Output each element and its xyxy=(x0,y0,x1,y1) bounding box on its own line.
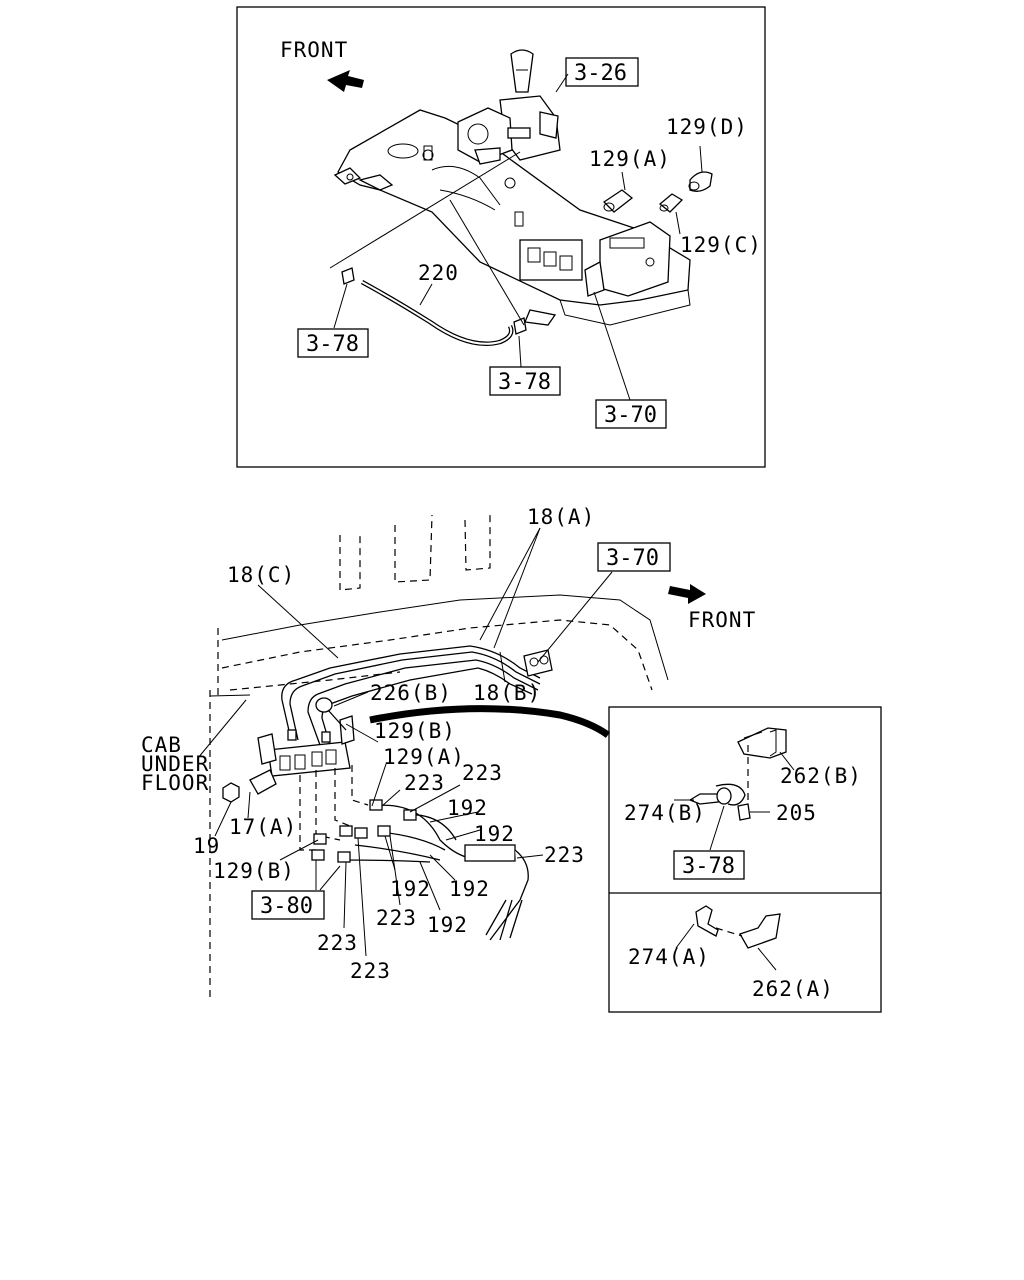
part-192-d: 192 xyxy=(449,877,490,901)
front-arrow-icon-bottom xyxy=(668,584,706,604)
nut-19-icon xyxy=(222,782,240,803)
fitting-129a xyxy=(602,189,634,213)
part-19: 19 xyxy=(193,834,220,858)
part-223-d: 223 xyxy=(376,906,417,930)
ref-3-78-b: 3-78 xyxy=(498,370,551,395)
part-129b-lower: 129(B) xyxy=(213,859,295,883)
ref-box-3-78-inset xyxy=(673,850,745,880)
top-panel-frame xyxy=(236,6,766,468)
front-label-top: FRONT xyxy=(280,38,348,62)
cab-label-1: CAB xyxy=(141,733,182,757)
part-129a-bottom: 129(A) xyxy=(383,745,465,769)
ref-3-70-bottom: 3-70 xyxy=(606,546,659,571)
part-129b-upper: 129(B) xyxy=(374,719,456,743)
ref-3-78-a: 3-78 xyxy=(306,332,359,357)
part-17a: 17(A) xyxy=(229,815,297,839)
ref-box-3-80 xyxy=(251,890,325,920)
front-arrow-icon xyxy=(327,70,364,92)
bottom-view: FRONT 18(A) 18(C) 3-70 226(B) 18(B) xyxy=(141,505,756,1000)
part-223-f: 223 xyxy=(350,959,391,983)
part-223-a: 223 xyxy=(404,771,445,795)
part-262a: 262(A) xyxy=(752,977,834,1001)
ref-3-80: 3-80 xyxy=(260,894,313,919)
part-220: 220 xyxy=(418,261,459,285)
valve-body xyxy=(457,107,531,165)
front-label-bottom: FRONT xyxy=(688,608,756,632)
cab-label-2: UNDER xyxy=(141,752,209,776)
part-262b: 262(B) xyxy=(780,764,862,788)
junction-block xyxy=(249,715,355,795)
inset-a-parts xyxy=(675,905,781,971)
part-129d: 129(D) xyxy=(666,115,748,139)
bolt-226b xyxy=(315,697,347,731)
clip-right-icon xyxy=(513,317,527,335)
part-192-c: 192 xyxy=(390,877,431,901)
ref-box-3-70-bottom xyxy=(597,542,671,572)
part-192-b: 192 xyxy=(474,822,515,846)
pipe-bundle xyxy=(281,645,541,746)
fitting-129d xyxy=(688,171,713,192)
ref-3-70-top: 3-70 xyxy=(604,403,657,428)
top-panel: FRONT xyxy=(236,6,766,468)
inset-panel: 262(B) 274(B) 205 3-78 274(A) 262(A) xyxy=(608,706,882,1013)
bracket-3-70-fittings xyxy=(523,649,553,677)
cab-label-3: FLOOR xyxy=(141,771,209,795)
part-274b: 274(B) xyxy=(624,801,706,825)
inset-b-parts xyxy=(674,727,795,851)
solenoid-bracket xyxy=(519,221,671,297)
ref-3-26: 3-26 xyxy=(574,61,627,86)
part-18b: 18(B) xyxy=(473,681,541,705)
part-192-e: 192 xyxy=(427,913,468,937)
part-192-a: 192 xyxy=(447,796,488,820)
clip-left-icon xyxy=(341,267,355,285)
inset-frame xyxy=(608,706,882,1013)
ref-box-3-26 xyxy=(565,57,639,87)
part-205: 205 xyxy=(776,801,817,825)
fitting-129c xyxy=(658,193,684,213)
ref-box-3-70-top xyxy=(595,399,667,429)
part-223-c: 223 xyxy=(544,843,585,867)
part-223-b: 223 xyxy=(462,761,503,785)
ref-box-3-78-b xyxy=(489,366,561,396)
part-274a: 274(A) xyxy=(628,945,710,969)
fittings-223 xyxy=(311,799,417,863)
hose-220 xyxy=(360,280,514,347)
cab-outline xyxy=(209,514,669,1000)
crossmember-arc xyxy=(369,705,611,738)
part-18a: 18(A) xyxy=(527,505,595,529)
part-226b: 226(B) xyxy=(370,681,452,705)
hoses-192 xyxy=(339,804,529,941)
ref-box-3-78-a xyxy=(297,328,369,358)
part-129a-top: 129(A) xyxy=(589,147,671,171)
part-18c: 18(C) xyxy=(227,563,295,587)
ref-3-78-inset: 3-78 xyxy=(682,854,735,879)
part-129c: 129(C) xyxy=(680,233,762,257)
part-223-e: 223 xyxy=(317,931,358,955)
